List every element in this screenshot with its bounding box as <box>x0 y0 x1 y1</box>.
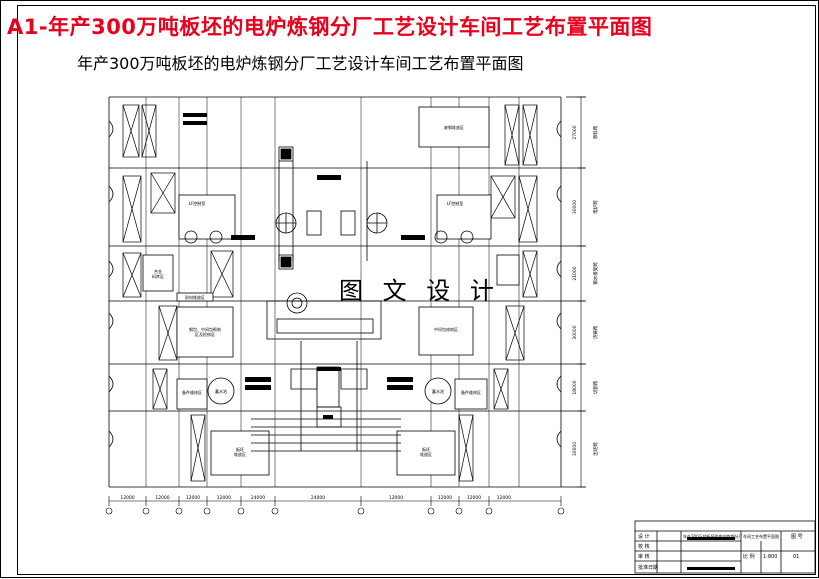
water-tank-left <box>207 377 235 405</box>
label-aux-right: 备件维修区 <box>461 389 481 395</box>
room-aux-left <box>176 378 208 410</box>
bay-labels: 27000 原料跨 30000 电炉跨 21000 钢水接受跨 30000 浇铸跨 18000 切… <box>572 96 599 488</box>
bay-label: 浇铸跨 <box>592 325 599 339</box>
label-lf-left: LF控制室 <box>189 200 206 206</box>
room-slab-right <box>396 430 456 476</box>
row-dimension: 30000 <box>572 200 578 214</box>
tb-row-design: 设 计 <box>638 533 650 540</box>
room-left-mid <box>176 292 214 302</box>
label-lf-right: LF控制室 <box>447 200 464 206</box>
label-left-mid: 耐材堆放区 <box>185 294 205 300</box>
label-slab-right: 板坯堆放区 <box>420 446 432 457</box>
tb-sheet-no: 01 <box>793 554 799 560</box>
tb-row-review: 审 核 <box>638 553 650 560</box>
row-dimension: 30000 <box>572 325 578 339</box>
tb-row-date: 批准日期 <box>638 564 658 571</box>
column-dimension: 12000 <box>497 495 511 501</box>
row-dimension: 21000 <box>572 266 578 280</box>
label-mid-store: 中间包修筑区 <box>434 326 458 332</box>
label-water-right: 蓄水池 <box>432 388 444 394</box>
row-dimension: 27000 <box>572 125 578 139</box>
tb-drawing-sub: 车间工艺布置平面图 <box>743 533 779 539</box>
column-dimension: 24000 <box>311 495 325 501</box>
row-dimension: 30000 <box>572 442 578 456</box>
column-dimension: 12000 <box>217 495 231 501</box>
bay-label: 原料跨 <box>592 125 599 139</box>
bay-label: 电炉跨 <box>592 200 599 214</box>
furnace-area <box>184 146 474 452</box>
column-dimension: 12000 <box>155 495 169 501</box>
equipment-bars <box>183 113 425 419</box>
label-mold-store: 钢包、中间包砌筑区及检修区 <box>189 326 221 337</box>
column-dimension: 24000 <box>251 495 265 501</box>
banner-title: A1-年产300万吨板坯的电炉炼钢分厂工艺设计车间工艺布置平面图 <box>7 15 653 39</box>
column-dimensions: 12000 12000 12000 12000 24000 24000 12000 12000… <box>105 495 565 515</box>
drawing-subtitle: 年产300万吨板坯的电炉炼钢分厂工艺设计车间工艺布置平面图 <box>77 54 524 73</box>
watermark-text: 图 文 设 计 <box>339 277 500 305</box>
bay-label: 切割跨 <box>592 380 599 394</box>
column-dimension: 12000 <box>186 495 200 501</box>
label-left-small: 合金料库区 <box>152 268 164 279</box>
label-water-left: 蓄水池 <box>215 388 227 394</box>
room-labels: 废钢堆放区 LF控制室 LF控制室 钢包、中间包砌筑区及检修区 中间包修筑区 备… <box>152 124 481 457</box>
tb-sheet-label: 图 号 <box>791 534 803 540</box>
column-dimension: 12000 <box>389 495 403 501</box>
room-mold-store <box>176 306 234 358</box>
room-left-small <box>142 254 174 292</box>
label-scrap-store: 废钢堆放区 <box>444 124 464 130</box>
tb-scale: 1:800 <box>763 554 777 560</box>
label-slab-left: 板坯堆放区 <box>234 446 246 457</box>
room-mid-store <box>418 306 474 356</box>
label-aux-left: 备件维修区 <box>182 389 202 395</box>
bay-label: 出坯跨 <box>592 442 599 456</box>
column-dimension: 12000 <box>120 495 134 501</box>
tb-scale-label: 比 例 <box>743 553 755 560</box>
tb-drawing-name: 年产300万吨板坯的电炉炼钢分厂 <box>683 533 743 539</box>
room-slab-left <box>210 430 270 476</box>
column-dimension: 12000 <box>467 495 481 501</box>
room-scrap-store <box>418 106 490 148</box>
tb-row-check: 校 核 <box>638 543 650 550</box>
room-aux-right <box>454 378 488 410</box>
drawing-frame <box>17 5 816 575</box>
column-dimension: 12000 <box>438 495 452 501</box>
bay-label: 钢水接受跨 <box>592 262 599 285</box>
row-dimension: 18000 <box>572 380 578 394</box>
water-tank-right <box>424 377 452 405</box>
